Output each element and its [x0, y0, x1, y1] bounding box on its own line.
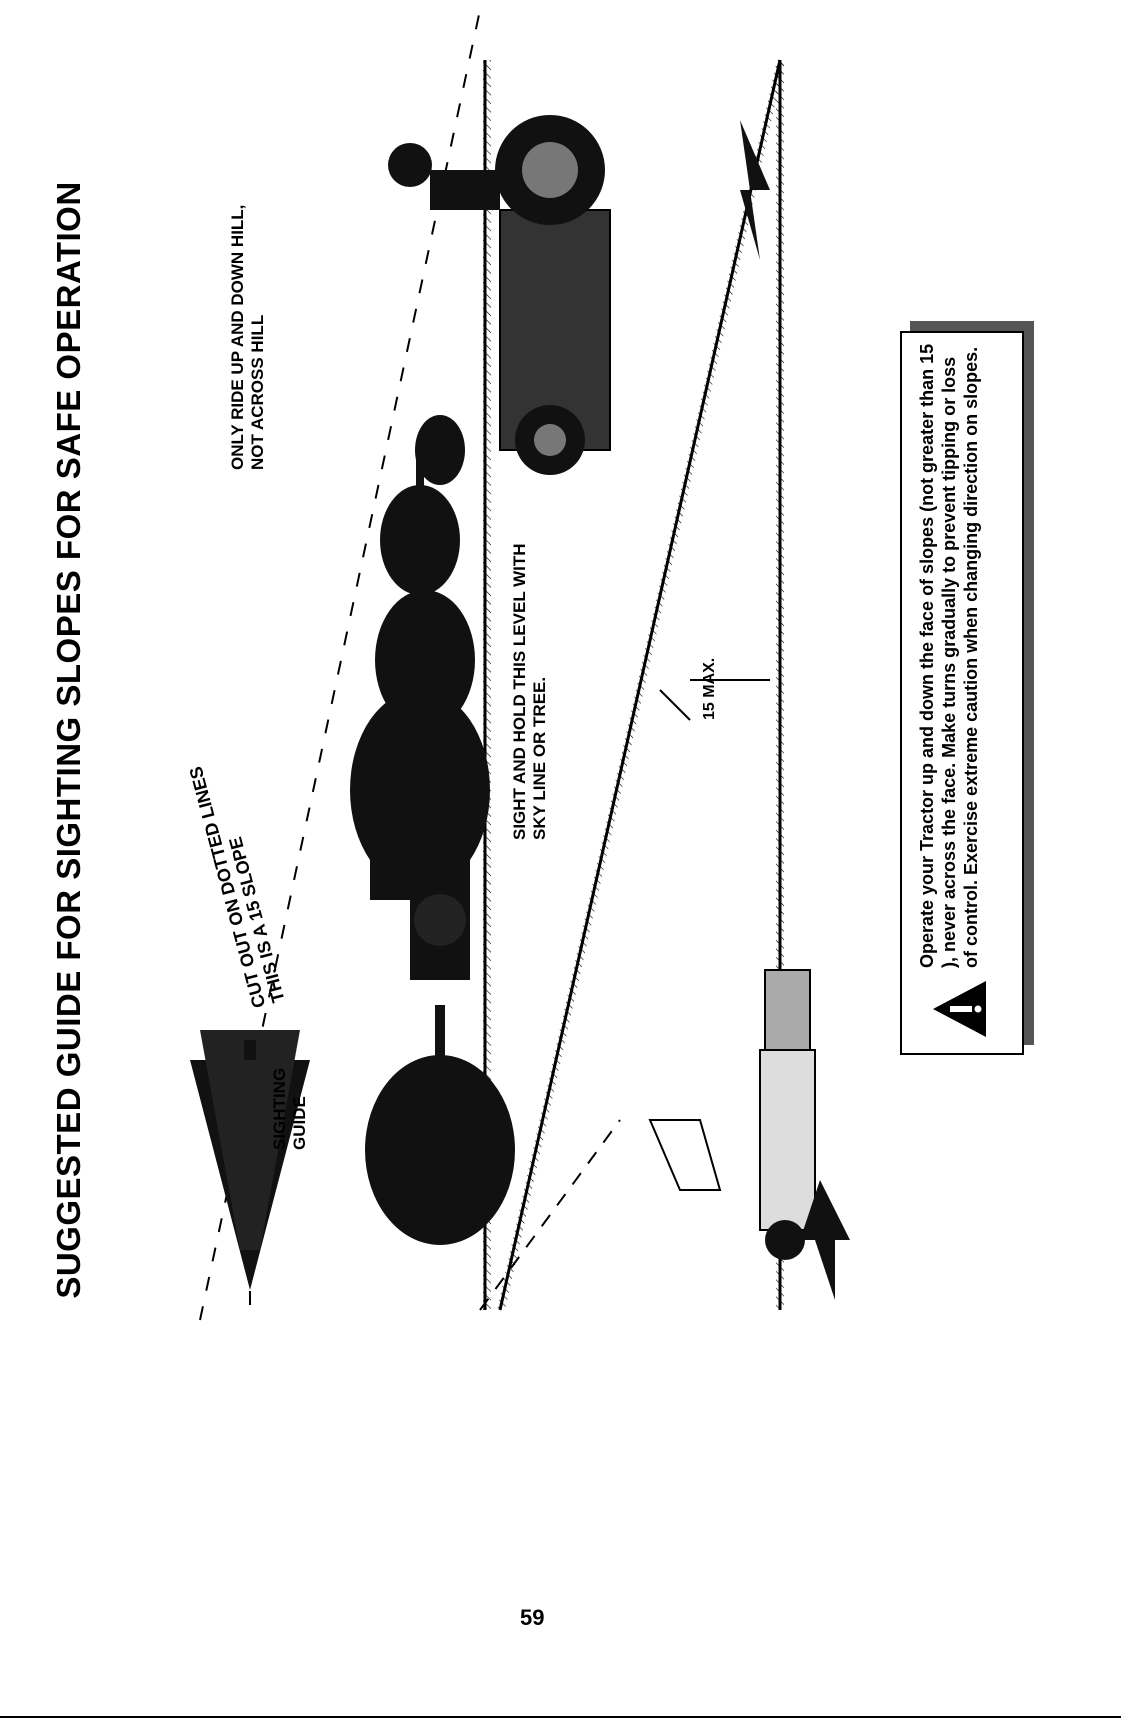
sight-line-lower — [479, 1119, 621, 1311]
slope-illustration — [190, 9, 850, 1321]
warning-triangle-icon — [933, 981, 986, 1037]
tree-icon — [415, 415, 465, 485]
sight-hold-label: SIGHT AND HOLD THIS LEVEL WITH SKY LINE … — [510, 543, 549, 840]
page-number: 59 — [520, 1605, 545, 1630]
bottom-edge-rule — [0, 1716, 1121, 1718]
person-icon — [648, 969, 816, 1260]
rotated-landscape-content: SUGGESTED GUIDE FOR SIGHTING SLOPES FOR … — [50, 9, 1024, 1321]
sighting-guide-label: SIGHTING GUIDE — [270, 1067, 309, 1150]
slope-hatch — [497, 60, 785, 1310]
ride-direction-label: ONLY RIDE UP AND DOWN HILL, NOT ACROSS H… — [228, 204, 267, 470]
horizon-hatch — [483, 60, 491, 1310]
tree-icon — [365, 1005, 515, 1245]
warning-text: Operate your Tractor up and down the fac… — [917, 343, 981, 968]
direction-arrow-icon — [740, 120, 770, 260]
riding-tractor-icon — [370, 860, 470, 980]
warning-box: Operate your Tractor up and down the fac… — [900, 331, 1024, 1055]
tree-icon — [190, 1030, 310, 1290]
max-slope-label: 15 MAX. — [701, 657, 718, 720]
riding-tractor-icon — [388, 115, 611, 475]
direction-arrow-icon — [800, 1180, 850, 1300]
